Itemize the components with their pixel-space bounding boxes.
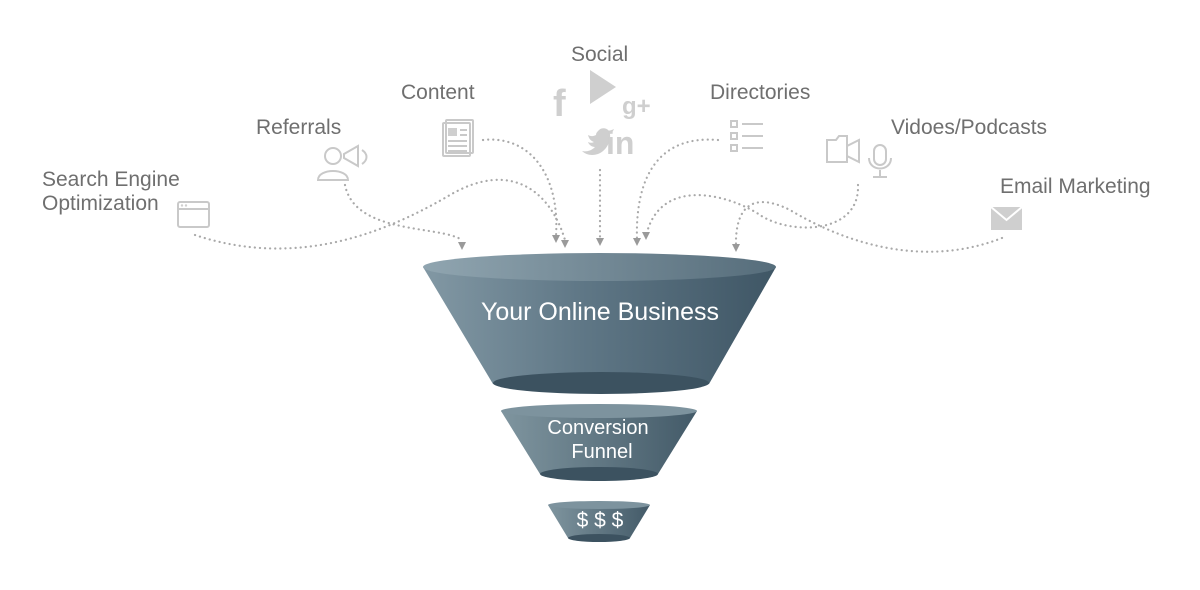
funnel-middle-label-line2: Funnel bbox=[571, 441, 632, 463]
label-videos-podcasts: Vidoes/Podcasts bbox=[891, 116, 1047, 139]
browser-window-icon bbox=[177, 201, 210, 228]
microphone-icon bbox=[868, 144, 892, 178]
referral-person-megaphone-icon bbox=[316, 144, 368, 181]
twitter-icon bbox=[582, 128, 614, 155]
label-seo-line2: Optimization bbox=[42, 192, 159, 215]
funnel-top-body bbox=[423, 267, 776, 384]
label-email-marketing: Email Marketing bbox=[1000, 175, 1151, 198]
flow-path-directories bbox=[635, 138, 720, 242]
funnel-middle-base bbox=[540, 467, 658, 481]
funnel-top-section: Your Online Business bbox=[423, 253, 776, 394]
linkedin-icon: in bbox=[606, 125, 634, 161]
label-referrals: Referrals bbox=[256, 116, 341, 139]
funnel-top-rim bbox=[423, 253, 776, 281]
facebook-icon: f bbox=[553, 83, 566, 125]
flow-path-referrals bbox=[343, 183, 464, 242]
funnel-middle-rim bbox=[501, 404, 697, 418]
flow-path-seo bbox=[193, 178, 567, 250]
funnel-middle-section: Conversion Funnel bbox=[501, 404, 697, 481]
arrow-head bbox=[633, 238, 641, 246]
arrow-head bbox=[552, 235, 560, 243]
funnel-middle-body bbox=[501, 411, 697, 474]
flow-path-email bbox=[734, 200, 1004, 253]
arrow-head bbox=[642, 232, 650, 240]
funnel-middle-label-line1: Conversion bbox=[547, 417, 648, 439]
funnel-bottom-section: $ $ $ bbox=[548, 501, 650, 542]
flow-path-videos bbox=[644, 183, 860, 238]
flow-arrows bbox=[458, 232, 740, 252]
video-camera-icon bbox=[826, 135, 860, 164]
funnel-bottom-body bbox=[548, 505, 650, 538]
envelope-icon bbox=[990, 206, 1023, 230]
funnel-bottom-base bbox=[568, 534, 630, 542]
arrow-head bbox=[732, 244, 740, 252]
arrow-head bbox=[596, 238, 604, 246]
play-icon bbox=[590, 70, 616, 104]
funnel-top-label: Your Online Business bbox=[481, 298, 719, 326]
checklist-icon bbox=[730, 120, 763, 152]
label-seo-line1: Search Engine bbox=[42, 168, 180, 191]
document-icon bbox=[442, 119, 474, 157]
google-plus-icon: g+ bbox=[622, 93, 651, 120]
label-directories: Directories bbox=[710, 81, 810, 104]
funnel-top-base bbox=[493, 372, 709, 394]
funnel-bottom-rim bbox=[548, 501, 650, 509]
funnel-bottom-label: $ $ $ bbox=[577, 509, 624, 532]
label-social: Social bbox=[571, 43, 628, 66]
arrow-head bbox=[561, 240, 569, 248]
flow-paths bbox=[193, 138, 1004, 253]
arrow-head bbox=[458, 242, 466, 250]
flow-path-content bbox=[481, 138, 558, 238]
label-content: Content bbox=[401, 81, 475, 104]
social-icons-cluster: f g+ in bbox=[553, 70, 651, 161]
